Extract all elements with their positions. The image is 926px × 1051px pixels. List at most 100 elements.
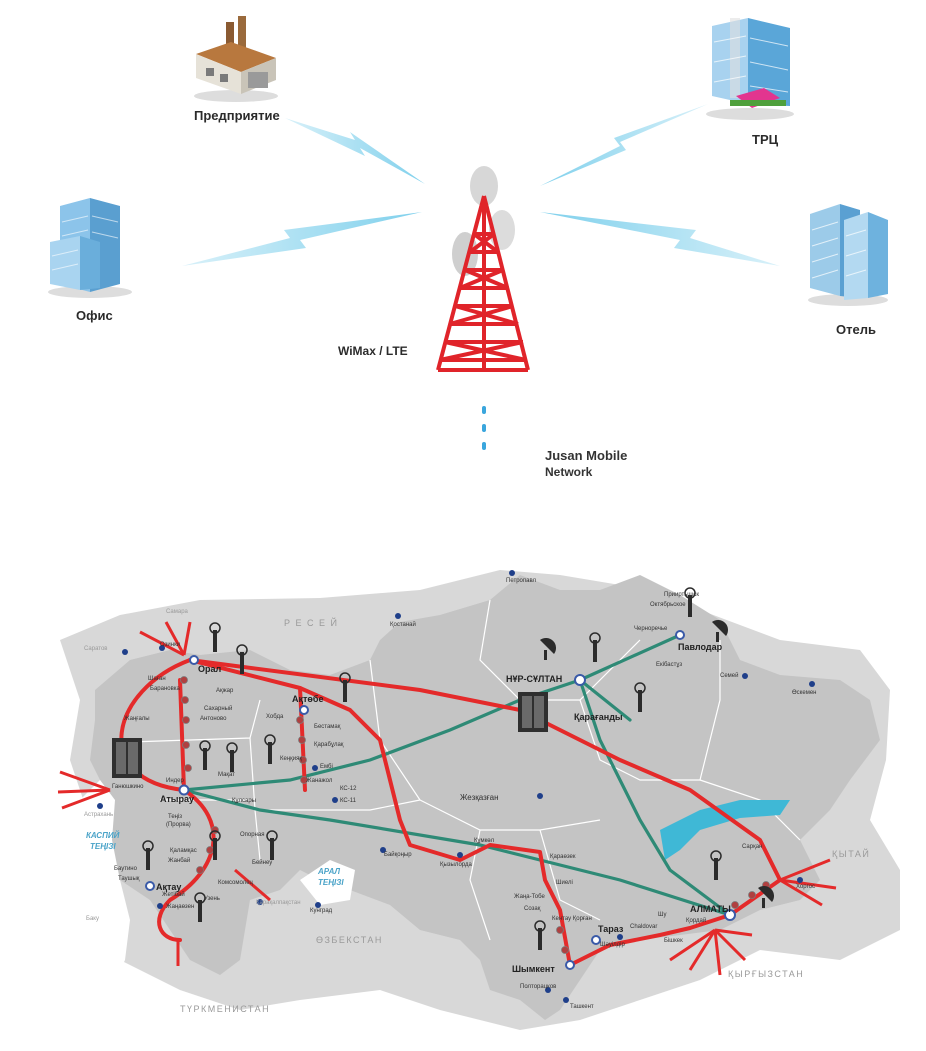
city-zhanatas: Жаңа-Тобе — [514, 894, 545, 900]
aral-label-1: АРАЛ — [317, 867, 340, 876]
country-kyrgyzstan: ҚЫРҒЫЗСТАН — [728, 969, 804, 979]
caspian-label-2: ТЕҢІЗІ — [90, 842, 116, 851]
city-akzhar: Ақжар — [216, 688, 234, 694]
city-petropavl: Петропавл — [506, 578, 537, 584]
city-karabulak: Қарабұлақ — [314, 742, 344, 748]
balkhash-lake — [660, 800, 790, 860]
aral-label-2: ТЕҢІЗІ — [318, 878, 344, 887]
network-subtitle: Network — [545, 465, 593, 479]
city-tashkent: Ташкент — [570, 1004, 594, 1010]
lightning-bolt-office — [182, 212, 422, 266]
mall-building-icon — [706, 18, 794, 120]
city-zhanbai: Жанбай — [168, 857, 190, 864]
city-taraz: Тараз — [598, 924, 624, 934]
city-ekibastuz: Екібастұз — [656, 662, 682, 668]
city-sarkand: Сарқан — [742, 844, 762, 850]
city-almaty: АЛМАТЫ — [690, 904, 731, 914]
hotel-building-icon — [808, 204, 888, 306]
mall-label: ТРЦ — [752, 132, 779, 147]
wireless-links — [182, 104, 780, 266]
aral-sea — [300, 860, 355, 905]
city-kenkiyak: Кеңқияқ — [280, 756, 302, 762]
satellite-dish-icons — [540, 620, 775, 908]
city-ozinki: Озинки — [160, 642, 180, 648]
red-routes — [119, 658, 782, 967]
city-kentau: Кентау Қорған — [552, 916, 592, 922]
city-shymkent: Шымкент — [512, 964, 555, 974]
data-center-icons — [112, 692, 548, 778]
city-bestamak: Бестамақ — [314, 724, 341, 730]
city-khorgos: Хоргос — [796, 884, 815, 890]
city-karaozek: Қараөзек — [550, 854, 576, 860]
city-opornaya: Опорная — [240, 832, 265, 838]
city-embi: Ембі — [320, 764, 333, 770]
city-kyzylorda: Қызылорда — [440, 862, 472, 868]
network-title: Jusan Mobile — [545, 448, 628, 463]
kazakhstan-network-map: Р Е С Е Й ҚЫТАЙ ҚЫРҒЫЗСТАН ӨЗБЕКСТАН ТҮР… — [57, 570, 900, 1040]
city-karaganda: Қарағанды — [574, 712, 623, 722]
city-chaldovar: Chaldovar — [630, 924, 657, 930]
city-aktobe: Ақтөбе — [292, 694, 323, 704]
city-saratov: Саратов — [84, 646, 107, 652]
city-ganyushkino: Ганюшкино — [112, 784, 144, 790]
office-label: Офис — [76, 308, 113, 323]
city-antonovo: Антоново — [200, 716, 227, 722]
city-baikonur: Байқоңыр — [384, 851, 412, 858]
city-kalamkas: Қаламқас — [170, 848, 197, 854]
city-bishkek: Бішкек — [664, 938, 683, 944]
city-sozak: Созақ — [524, 906, 541, 912]
network-name: Jusan Mobile Network — [545, 447, 627, 481]
caspian-label-1: КАСПИЙ — [86, 831, 120, 840]
country-china: ҚЫТАЙ — [832, 848, 870, 859]
international-arrows — [57, 621, 837, 976]
city-pavlodar: Павлодар — [678, 642, 723, 652]
enterprise-label: Предприятие — [194, 108, 280, 123]
lightning-bolt-mall — [540, 104, 708, 186]
city-baranovka: Барановка — [150, 686, 181, 692]
city-kordai: Қордай — [686, 917, 706, 924]
city-tauchik: Таушық — [118, 876, 140, 882]
city-nur-sultan: НҰР-СҰЛТАН — [506, 674, 562, 684]
city-zhetibay: Жетібай — [162, 891, 185, 898]
city-markers — [97, 570, 815, 1003]
city-semey: Семей — [720, 672, 738, 679]
city-komsomolets: Комсомолец — [218, 880, 254, 886]
city-shagan: Шаған — [148, 676, 166, 682]
city-zhezkazgan: Жезқазған — [460, 793, 499, 802]
hotel-label: Отель — [836, 322, 876, 337]
city-oskemen: Өскемен — [792, 690, 816, 696]
city-ks12: КС-12 — [340, 786, 357, 792]
city-samara: Самара — [166, 609, 189, 615]
city-khobda: Хобда — [266, 714, 284, 720]
city-makat: Мақат — [218, 772, 235, 778]
city-kumkol: Құмкөл — [474, 838, 495, 844]
wimax-lte-label: WiMax / LTE — [338, 344, 408, 358]
factory-icon — [194, 16, 278, 102]
city-bautino: Баутино — [114, 866, 138, 872]
city-tengiz: Теңіз — [168, 814, 182, 820]
city-beineu: Бейнеу — [252, 859, 272, 866]
city-saharny: Сахарный — [204, 705, 232, 712]
city-zhanaozen: Жаңаөзен — [166, 904, 194, 910]
city-karakalpakstan: Қарақалпақстан — [256, 900, 301, 906]
city-prorva: (Прорва) — [166, 822, 191, 828]
city-atyrau: Атырау — [160, 794, 194, 804]
city-shieli: Шиелі — [556, 880, 573, 886]
major-city-markers — [145, 630, 736, 970]
city-oral: Орал — [198, 664, 222, 674]
city-oktyabrskoe: Октябрьское — [650, 602, 686, 608]
city-astrakhan: Астрахань — [84, 812, 113, 818]
wimax-tower-icon — [436, 166, 530, 450]
city-priirtyshsk: Прииртышск — [664, 592, 699, 598]
city-chernorechye: Черноречье — [634, 626, 668, 632]
office-building-icon — [48, 198, 132, 298]
city-baku: Баку — [86, 916, 99, 922]
city-kulsary: Құлсары — [232, 798, 256, 804]
city-kostanay: Қостанай — [390, 621, 416, 628]
city-aktau: Ақтау — [156, 882, 181, 892]
city-poltoratsk: Полторацков — [520, 984, 556, 990]
city-zhangala: Жаңғалы — [124, 716, 150, 722]
country-uzbekistan: ӨЗБЕКСТАН — [316, 935, 383, 945]
country-turkmenistan: ТҮРКМЕНИСТАН — [180, 1004, 270, 1014]
city-shu: Шу — [658, 912, 667, 918]
